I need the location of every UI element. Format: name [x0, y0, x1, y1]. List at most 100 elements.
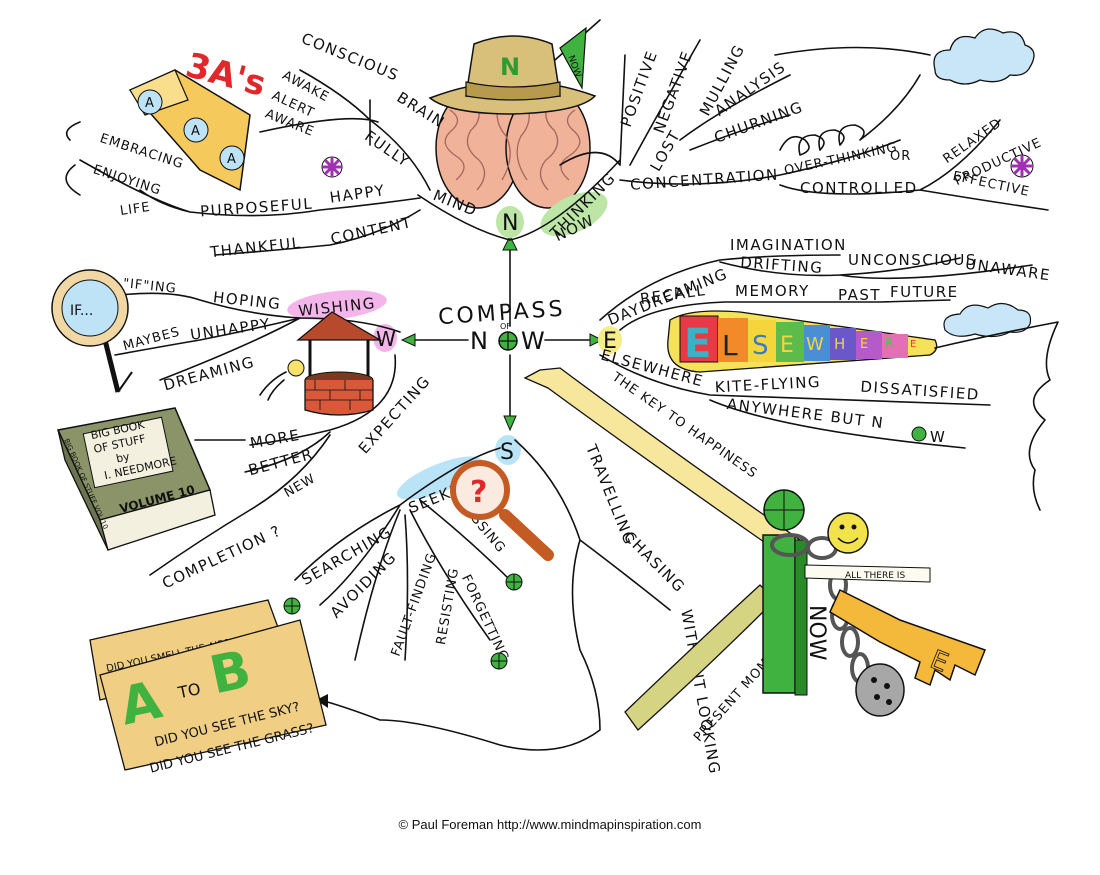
wishing-highlight — [287, 290, 387, 320]
north-branch: N NOW N MIND THINKING NOW BRAIN FULLY CO… — [65, 19, 1049, 262]
arrow-west-head — [400, 333, 416, 347]
word-life: LIFE — [119, 200, 152, 219]
south-highlight — [495, 435, 521, 465]
word-thankful: THANKFUL — [208, 234, 302, 262]
magnifier-question: ? — [470, 475, 487, 510]
word-completion: COMPLETION ? — [159, 521, 284, 592]
hat-letter: N — [500, 53, 520, 81]
kite-letter-7: E — [860, 337, 868, 352]
copyright-footer: © Paul Foreman http://www.mindmapinspira… — [398, 817, 702, 832]
green-dot-3 — [505, 573, 523, 591]
word-memory: MEMORY — [735, 282, 810, 300]
travelling-branch — [319, 439, 671, 751]
east-letter: E — [603, 329, 617, 354]
word-future: FUTURE — [890, 283, 959, 301]
kite-letter-3: S — [752, 331, 769, 361]
now-highlight — [540, 191, 608, 237]
key-branch: THE KEY TO HAPPINESS PRESENT MOMENT NOW — [523, 367, 986, 745]
book-illustration: BIG BOOK OF STUFF by I. NEEDMORE VOLUME … — [56, 407, 216, 551]
word-concentration: CONCENTRATION — [630, 166, 780, 194]
embrace-arrow — [65, 121, 81, 196]
arrow-south-head — [503, 415, 517, 432]
elsewhere-kite: E L S E W H E R E — [667, 310, 938, 373]
over-thinking-spiral — [779, 74, 921, 156]
word-unconscious: UNCONSCIOUS — [848, 251, 977, 269]
north-stem — [417, 159, 621, 241]
brain-illustration — [435, 87, 591, 209]
word-chasing: CHASING — [620, 528, 689, 597]
anywhere-now-o — [911, 426, 927, 442]
three-as-blocks: A A A 3A's — [128, 45, 270, 192]
word-past: PAST — [838, 286, 881, 304]
word-enjoying: ENJOYING — [91, 162, 163, 198]
brain-branch — [259, 69, 431, 191]
mirror-text: IF... — [70, 303, 93, 319]
south-letter: S — [500, 440, 514, 465]
recall-branch — [619, 299, 951, 331]
word-fault-finding: FAULT-FINDING — [389, 551, 440, 659]
elsewhere-branch — [599, 354, 991, 449]
key-tag-text: ALL THERE IS — [845, 571, 905, 581]
card-to: TO — [175, 679, 202, 702]
kite-string — [934, 321, 1059, 511]
compass-center: COMPASS OF N W — [400, 234, 604, 432]
word-kite-flying: KITE-FLYING — [714, 373, 821, 397]
expecting-branch — [149, 354, 397, 576]
arrow-east-head — [589, 333, 604, 347]
west-letter: W — [376, 327, 396, 351]
kite-letter-8: R — [885, 336, 893, 350]
word-imagination: IMAGINATION — [730, 236, 847, 254]
wishing-well-illustration — [259, 311, 383, 416]
seeking-branch — [294, 447, 511, 661]
word-lost: LOST — [647, 127, 685, 174]
word-forgetting: FORGETTING — [458, 572, 511, 664]
word-dissatisfied: DISSATISFIED — [860, 378, 981, 404]
cloud-top-right — [933, 28, 1035, 85]
wishing-branch — [114, 292, 401, 381]
west-highlight — [373, 324, 397, 352]
now-flag: NOW — [554, 19, 601, 91]
concentration-branch — [619, 119, 1049, 211]
compass-now-w: W — [521, 327, 545, 355]
pinwheel-left — [321, 156, 343, 178]
thinking-branch — [619, 39, 791, 166]
hat-illustration: N — [428, 35, 597, 115]
three-as-block-2: A — [191, 124, 200, 139]
arrow-north-head — [502, 234, 518, 251]
mirror-illustration: IF... — [51, 269, 133, 393]
daydream-branch — [599, 254, 1033, 321]
kite-letter-1: E — [684, 321, 711, 367]
word-conscious: CONSCIOUS — [299, 29, 402, 85]
compass-now-o-cross — [499, 332, 517, 350]
kite-letter-5: W — [806, 334, 824, 355]
compass-of: OF — [500, 322, 511, 331]
return-arrow-head — [316, 694, 328, 708]
book-title-3: by — [115, 450, 131, 466]
gold-key: ALL THERE IS — [804, 564, 986, 687]
pinwheel-right — [1010, 154, 1034, 178]
word-purposeful: PURPOSEFUL — [199, 195, 313, 221]
brain-thought-arrow — [559, 151, 621, 166]
kite-letter-6: H — [834, 335, 845, 353]
three-as-block-1: A — [145, 96, 154, 111]
word-if-ing: "IF"ING — [122, 276, 177, 297]
word-maybes: MAYBES — [122, 325, 182, 355]
word-unaware: UNAWARE — [964, 255, 1052, 285]
green-dot-2 — [490, 652, 508, 670]
a-to-b-cards: DID YOU SMELL THE AIR? A TO B DID YOU SE… — [89, 599, 327, 777]
smiley-icon — [827, 512, 869, 554]
word-or: OR — [890, 149, 911, 164]
now-post: NOW — [762, 489, 829, 696]
three-as-block-3: A — [227, 152, 236, 167]
happy-branch — [79, 159, 421, 256]
post-now-text: NOW — [804, 605, 829, 661]
magnifier-illustration: ? — [450, 460, 554, 561]
kite-letter-4: E — [780, 333, 794, 358]
word-anywhere-w: W — [930, 428, 946, 446]
word-hoping: HOPING — [212, 288, 282, 313]
cloud-arrow — [774, 46, 931, 56]
green-dot-1 — [283, 597, 301, 615]
cloud-right — [943, 302, 1032, 338]
compass-now-n: N — [470, 327, 488, 355]
